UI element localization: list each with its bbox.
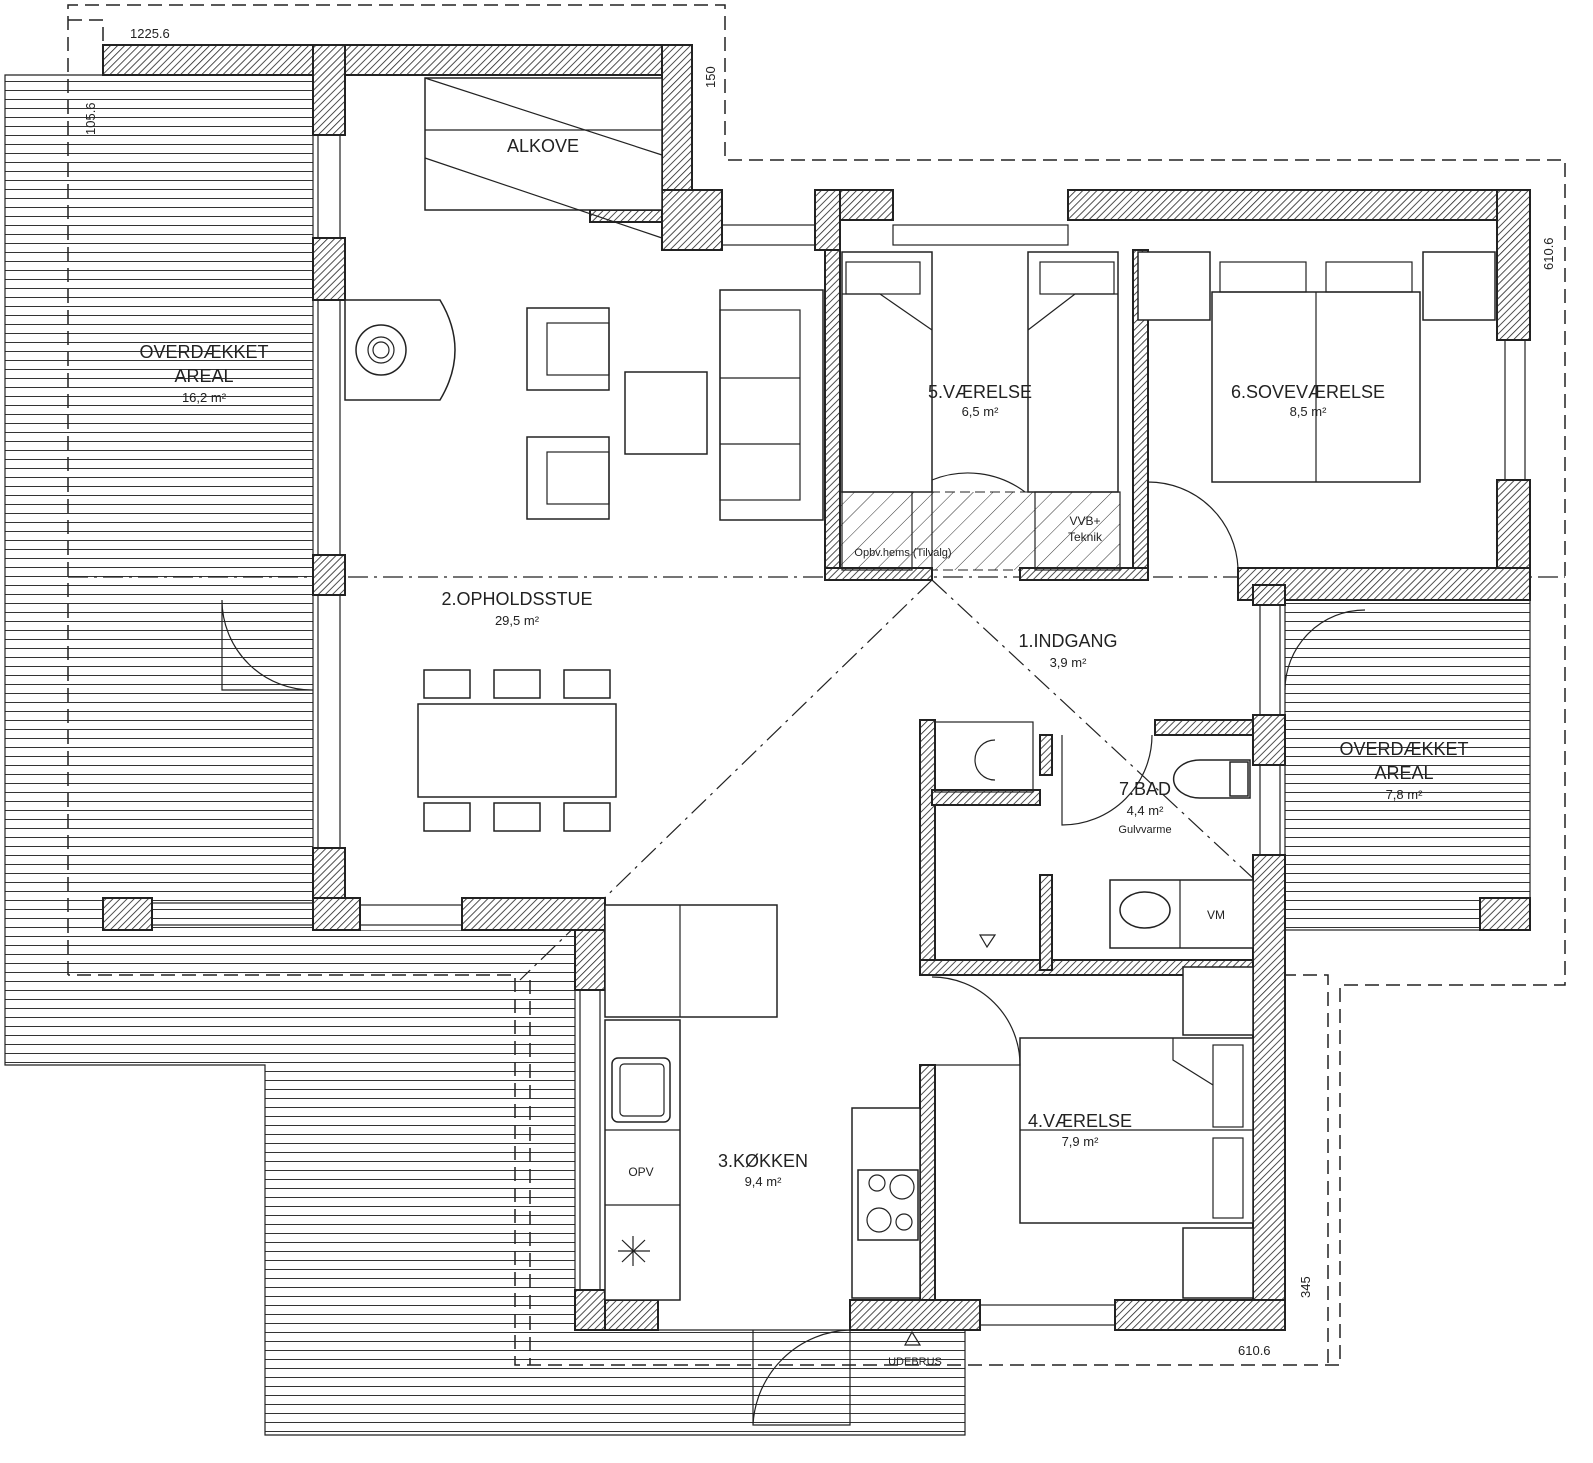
room-area-koekken: 9,4 m²	[745, 1174, 783, 1189]
kitchen-fixtures	[604, 904, 922, 1426]
bathroom-fixtures	[934, 721, 1254, 949]
dim-bottom-width: 610.6	[1238, 1343, 1271, 1358]
room-area-bad: 4,4 m²	[1127, 803, 1165, 818]
washer-label: VM	[1207, 908, 1225, 922]
bedroom-5-furniture	[841, 251, 1121, 575]
room-area-overdaekket-right: 7,8 m²	[1386, 787, 1424, 802]
room-label-opholdsstue: 2.OPHOLDSSTUE	[441, 589, 592, 609]
room-label-sovevaerelse6: 6.SOVEVÆRELSE	[1231, 382, 1385, 402]
terrace-door	[221, 599, 314, 691]
room-label-areal-left: AREAL	[174, 366, 233, 386]
room-label-vaerelse5: 5.VÆRELSE	[928, 382, 1032, 402]
outdoor-shower-label: UDEBRUS	[888, 1356, 942, 1368]
room-area-indgang: 3,9 m²	[1050, 655, 1088, 670]
room-label-areal-right: AREAL	[1374, 763, 1433, 783]
room-label-alkove: ALKOVE	[507, 136, 579, 156]
dishwasher-label: OPV	[628, 1165, 653, 1179]
room-label-overdaekket-right: OVERDÆKKET	[1339, 739, 1468, 759]
room-area-overdaekket-left: 16,2 m²	[182, 390, 227, 405]
room-label-vaerelse4: 4.VÆRELSE	[1028, 1111, 1132, 1131]
roof-overhang	[67, 4, 1566, 1366]
vvb-label-1: VVB+	[1069, 514, 1100, 528]
windows	[151, 134, 1526, 1326]
room-area-opholdsstue: 29,5 m²	[495, 613, 540, 628]
loft-storage	[839, 491, 1121, 571]
bedroom-4-furniture	[931, 966, 1254, 1299]
room-area-vaerelse4: 7,9 m²	[1062, 1134, 1100, 1149]
bedroom-6-furniture	[1137, 251, 1496, 575]
dim-top-width: 1225.6	[130, 26, 170, 41]
room-area-vaerelse5: 6,5 m²	[962, 404, 1000, 419]
room-note-bad: Gulvvarme	[1118, 824, 1171, 836]
dim-top-overhang: 150	[703, 66, 718, 88]
room-label-indgang: 1.INDGANG	[1018, 631, 1117, 651]
loft-label: Opbv.hems (Tilvalg)	[854, 547, 951, 559]
room-label-overdaekket-left: OVERDÆKKET	[139, 342, 268, 362]
alcove-bed	[424, 77, 663, 211]
room-label-koekken: 3.KØKKEN	[718, 1151, 808, 1171]
room-area-sovevaerelse6: 8,5 m²	[1290, 404, 1328, 419]
vvb-label-2: Teknik	[1068, 530, 1103, 544]
dim-left-overhang: 105.6	[83, 102, 98, 135]
living-furniture	[417, 289, 824, 832]
dim-bottom-overhang: 345	[1298, 1276, 1313, 1298]
dim-right-depth: 610.6	[1541, 237, 1556, 270]
room-label-bad: 7.BAD	[1119, 779, 1171, 799]
